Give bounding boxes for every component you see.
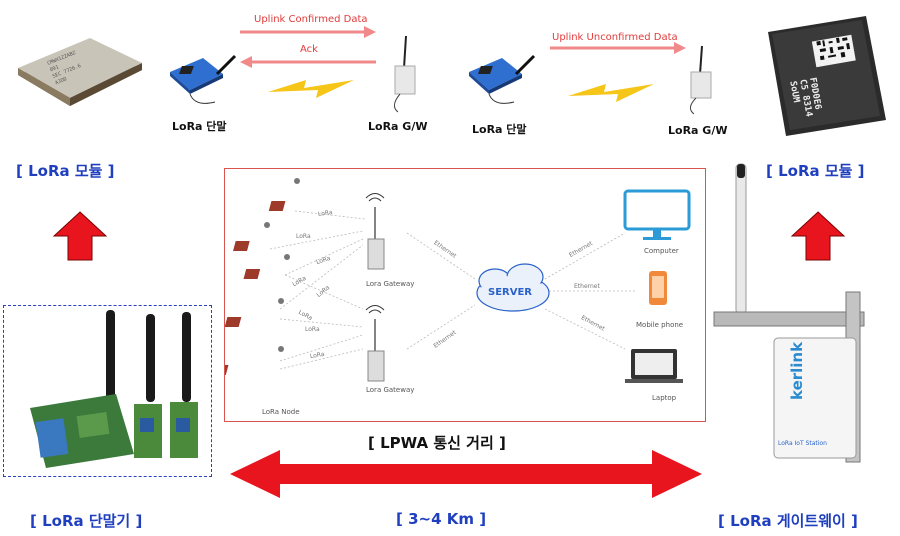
- gateway-top-label: Lora Gateway: [366, 280, 415, 288]
- chip-text-line: SoUM: [787, 80, 801, 104]
- mobile-phone-icon: [649, 271, 667, 305]
- terminal-label-2: LoRa 단말: [472, 123, 527, 136]
- ethernet-tag: Ethernet: [574, 283, 600, 290]
- chip-text-line: AJDD: [54, 76, 67, 86]
- lightning-icon: [268, 80, 354, 98]
- lightning-icon: [568, 84, 654, 102]
- lora-module-chip-left: CMWX1ZZABZ 091 SEC 7726.6 AJDD: [18, 38, 142, 106]
- red-up-arrow-left: [52, 211, 108, 261]
- module-title-left: [ LoRa 모듈 ]: [16, 162, 115, 180]
- mobile-label: Mobile phone: [636, 321, 684, 329]
- gateway-title: [ LoRa 게이트웨이 ]: [718, 512, 858, 530]
- gateway-bottom-label: Lora Gateway: [366, 386, 415, 394]
- lora-gateway-small-1: [394, 35, 416, 113]
- terminal-device-box: [3, 305, 212, 477]
- lora-tag: LoRa: [305, 326, 320, 333]
- uplink-unconfirmed-arrow: [550, 42, 686, 54]
- uplink-unconfirmed-label: Uplink Unconfirmed Data: [552, 32, 678, 43]
- uplink-confirmed-arrow: [240, 26, 376, 38]
- lora-gateway-small-2: [690, 45, 712, 115]
- ack-label: Ack: [300, 44, 318, 55]
- server-label: SERVER: [488, 287, 533, 298]
- network-diagram: [225, 178, 691, 383]
- computer-label: Computer: [644, 247, 679, 255]
- kerlink-gateway-device: [713, 163, 865, 463]
- computer-icon: [623, 189, 691, 240]
- lora-tag: LoRa: [296, 233, 311, 240]
- uplink-confirmed-label: Uplink Confirmed Data: [254, 14, 368, 25]
- laptop-icon: [625, 349, 683, 383]
- kerlink-brand: kerlink: [788, 341, 806, 400]
- red-up-arrow-right: [790, 211, 846, 261]
- distance-double-arrow: [230, 450, 702, 498]
- lora-module-chip-right: F0D0E6 C5 8314 SoUM: [768, 16, 886, 136]
- lora-terminal-board-2: [469, 54, 536, 104]
- lora-terminal-board-1: [170, 54, 237, 104]
- node-label: LoRa Node: [262, 408, 300, 416]
- gateway-label-2: LoRa G/W: [668, 124, 728, 137]
- laptop-label: Laptop: [652, 394, 677, 402]
- distance-value: [ 3~4 Km ]: [396, 510, 487, 528]
- gateway-label-1: LoRa G/W: [368, 120, 428, 133]
- kerlink-model: LoRa IoT Station: [778, 440, 827, 447]
- terminal-title: [ LoRa 단말기 ]: [30, 512, 143, 530]
- network-diagram-frame: [224, 168, 706, 422]
- chip-text-line: 091: [49, 64, 60, 73]
- lora-terminal-devices: [30, 310, 198, 468]
- ack-arrow: [240, 56, 376, 68]
- terminal-label-1: LoRa 단말: [172, 120, 227, 133]
- module-title-right: [ LoRa 모듈 ]: [766, 162, 865, 180]
- distance-label: [ LPWA 통신 거리 ]: [368, 434, 506, 452]
